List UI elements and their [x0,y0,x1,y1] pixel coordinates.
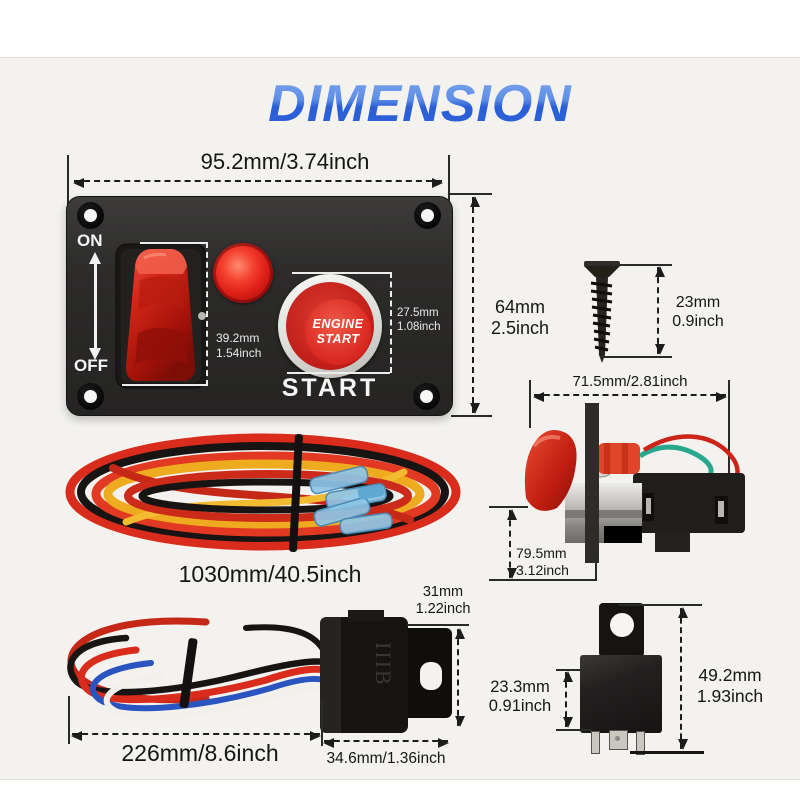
dimension-line [71,731,321,741]
extension-line [618,604,702,606]
extension-line [321,700,323,746]
side-switch-width-dimension: 71.5mm/2.81inch [572,373,688,390]
engine-start-button: ENGINE START [278,274,382,378]
relay-socket-width-dimension: 34.6mm/1.36inch [326,750,446,767]
start-label: START [281,374,379,402]
engine-start-button-label: ENGINE [312,317,364,331]
extension-line [122,384,208,386]
panel-height-dimension: 64mm 2.5inch [490,297,550,339]
indicator-light [213,243,273,303]
off-label: OFF [74,356,108,375]
dimension-line [73,178,443,188]
arrow-down-icon [89,348,101,360]
dimension-line [323,738,449,748]
page-title: DIMENSION [190,74,650,134]
dimension-line [470,196,480,414]
dimension-line [206,242,208,386]
panel-width-dimension: 95.2mm/3.74inch [200,149,370,174]
extension-line [556,669,584,671]
extension-line [489,506,528,508]
panel-screw-hole [77,202,104,229]
engine-start-button-bezel: ENGINE START [286,282,374,370]
screw-illustration [584,261,620,363]
relay-body-height-dimension: 23.3mm 0.91inch [488,678,552,716]
dimension-line [455,628,465,727]
dimension-line [655,266,665,355]
extension-line [728,380,730,502]
relay-pin [609,730,628,750]
extension-line [630,751,704,754]
extension-line [67,155,69,231]
extension-line [292,272,390,274]
engine-start-button-label: START [316,332,360,346]
side-switch-illustration [524,403,745,563]
extension-line [529,380,531,428]
extension-line [600,356,672,358]
extension-line [140,242,208,244]
extension-line [407,624,469,626]
toggle-switch-illustration [115,240,207,389]
relay-illustration [580,655,662,733]
extension-line [556,729,592,731]
relay-harness-illustration: IIIB [67,610,452,733]
main-harness-illustration [65,433,461,552]
panel-screw-hole [413,383,440,410]
relay-pin [591,731,600,754]
extension-line [489,579,597,581]
extension-line [68,696,70,744]
side-switch-height-dimension: 79.5mm 3.12inch [516,545,569,578]
dimension-line [678,607,688,750]
engine-start-button-face: ENGINE START [305,299,371,365]
dimension-line [533,392,727,402]
relay-pin [636,731,645,755]
extension-line [595,552,597,580]
extension-line [451,415,492,417]
dimension-line [507,509,517,579]
toggle-height-dimension: 39.2mm 1.54inch [216,331,262,360]
panel-screw-hole [77,383,104,410]
toggle-direction-arrow [94,261,97,349]
main-harness-length-dimension: 1030mm/40.5inch [178,561,362,587]
extension-line [598,264,672,266]
on-label: ON [77,231,103,250]
extension-line [449,193,492,195]
button-diameter-dimension: 27.5mm 1.08inch [397,307,441,334]
panel-screw-hole [414,202,441,229]
relay-socket-height-dimension: 31mm 1.22inch [415,584,471,618]
relay-mounting-hole [610,613,634,637]
extension-line [287,372,390,374]
dimension-line [390,272,392,373]
arrow-up-icon [89,252,101,264]
relay-harness-length-dimension: 226mm/8.6inch [121,740,279,766]
screw-length-dimension: 23mm 0.9inch [672,294,724,330]
relay-socket-marking: IIIB [371,642,396,687]
relay-total-height-dimension: 49.2mm 1.93inch [696,665,764,706]
dimension-line [563,671,573,728]
